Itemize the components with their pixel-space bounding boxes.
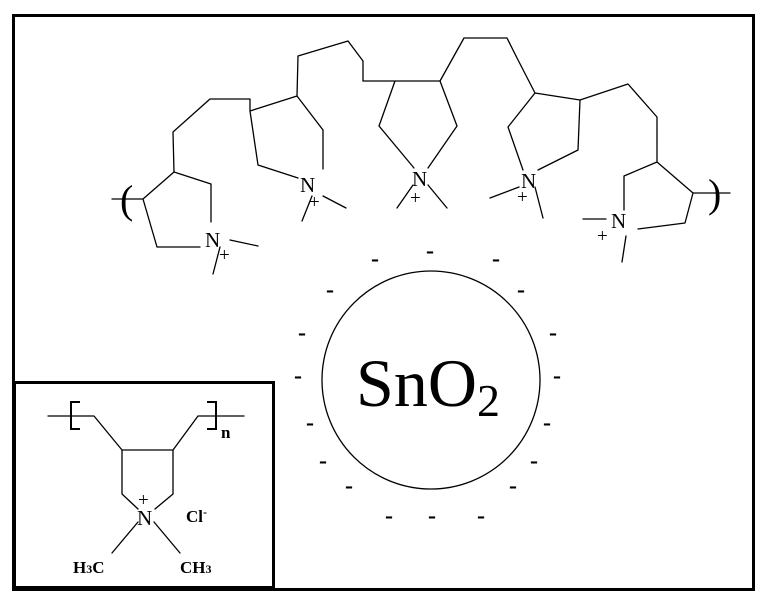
particle-label: SnO2: [356, 345, 500, 426]
negative-charge-14: -: [345, 473, 353, 499]
polycation-chain: N + N + N + N +: [111, 37, 731, 275]
open-parenthesis: (: [120, 177, 133, 222]
monomer-bonds: [47, 415, 245, 554]
negative-charge-17: -: [428, 503, 436, 529]
negative-charge-9: -: [553, 363, 561, 389]
negative-charge-3: -: [492, 246, 500, 272]
right-methyl-label: CH3: [180, 558, 212, 577]
left-methyl-label: H3C: [73, 558, 105, 577]
particle-label-main: SnO: [356, 345, 477, 421]
inset-nitrogen: N: [137, 506, 152, 530]
counterion-label: Cl-: [186, 505, 207, 526]
charge-label-3: +: [410, 188, 421, 209]
charge-label-2: +: [309, 192, 320, 213]
pyrrolidinium-unit-2: N +: [249, 40, 364, 222]
nitrogen-label-1: N: [205, 228, 220, 252]
negative-charge-11: -: [543, 410, 551, 436]
outer-frame: [12, 14, 755, 591]
sno2-particle: SnO2 ------------------: [294, 238, 561, 529]
close-parenthesis: ): [708, 171, 721, 216]
negative-charge-13: -: [530, 448, 538, 474]
negative-charge-15: -: [509, 473, 517, 499]
inset-charge: +: [138, 490, 149, 511]
monomer-inset: N + n Cl- H3C CH3: [13, 381, 275, 589]
nitrogen-label-2: N: [300, 173, 315, 197]
nitrogen-label-5: N: [611, 209, 626, 233]
charge-label-5: +: [597, 226, 608, 247]
particle-label-subscript: 2: [477, 375, 500, 426]
pyrrolidinium-unit-1: N +: [111, 98, 259, 275]
negative-charge-5: -: [517, 277, 525, 303]
negative-charge-10: -: [306, 410, 314, 436]
nitrogen-label-3: N: [412, 167, 427, 191]
negative-charge-8: -: [294, 363, 302, 389]
particle-circle: [321, 270, 541, 490]
negative-charge-16: -: [385, 503, 393, 529]
pyrrolidinium-unit-5: N +: [582, 135, 731, 263]
negative-charge-1: -: [371, 246, 379, 272]
pyrrolidinium-unit-3: N +: [362, 37, 517, 209]
charge-label-4: +: [517, 187, 528, 208]
negative-charge-7: -: [549, 320, 557, 346]
negative-charge-18: -: [477, 503, 485, 529]
negative-charge-12: -: [319, 448, 327, 474]
inset-frame: [13, 381, 275, 589]
nitrogen-label-4: N: [521, 169, 536, 193]
negative-charge-4: -: [326, 277, 334, 303]
repeat-subscript: n: [221, 423, 231, 442]
surface-charges: ------------------: [294, 238, 561, 529]
negative-charge-6: -: [298, 320, 306, 346]
charge-label-1: +: [219, 245, 230, 266]
pyrrolidinium-unit-4: N +: [489, 55, 658, 219]
negative-charge-2: -: [426, 238, 434, 264]
